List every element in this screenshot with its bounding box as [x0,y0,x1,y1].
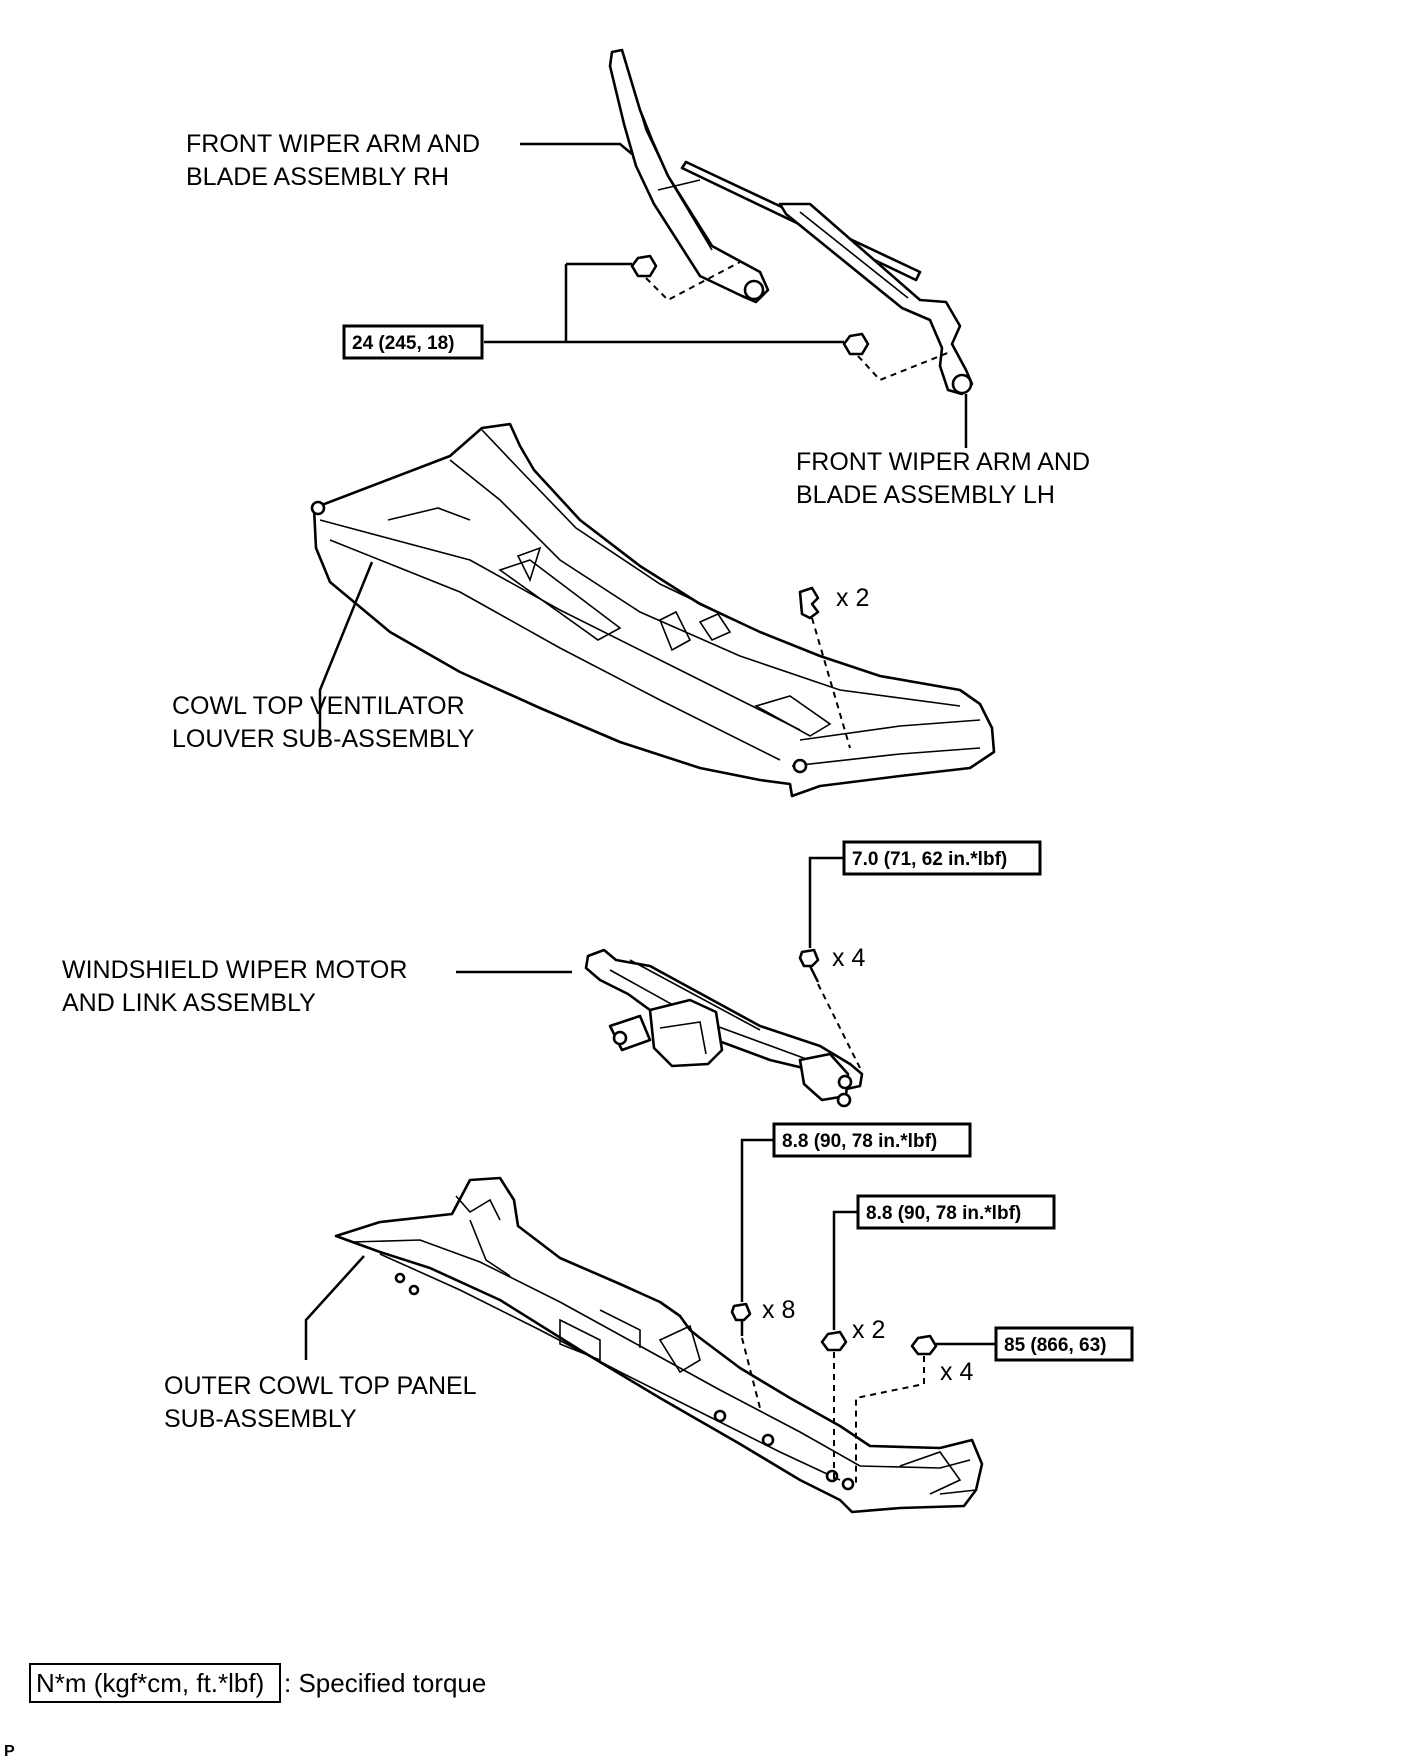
wiper-motor-link [584,948,864,1108]
torque-box-wiper-nut: 24 (245, 18) [342,324,484,360]
panel-nut [820,1330,848,1352]
wiper-nut-lh [842,332,870,356]
label-arm-rh-line1: FRONT WIPER ARM AND [186,130,480,158]
label-panel-line2: SUB-ASSEMBLY [164,1405,357,1433]
label-motor-line1: WINDSHIELD WIPER MOTOR [62,956,407,984]
motor-bolt [798,948,820,983]
torque-wiper-nut: 24 (245, 18) [352,333,454,354]
louver-clip [798,586,820,620]
corner-mark: P [4,1743,15,1760]
qty-clip: x 2 [836,584,869,612]
legend: N*m (kgf*cm, ft.*lbf) : Specified torque [29,1663,486,1703]
label-arm-lh-line1: FRONT WIPER ARM AND [796,448,1090,476]
torque-box-panel-nut: 8.8 (90, 78 in.*lbf) [856,1194,1056,1230]
label-arm-rh-line2: BLADE ASSEMBLY RH [186,163,449,191]
torque-motor-bolt: 7.0 (71, 62 in.*lbf) [852,849,1007,870]
panel-nut-large [910,1334,938,1356]
label-arm-lh-line2: BLADE ASSEMBLY LH [796,481,1055,509]
label-panel-line1: OUTER COWL TOP PANEL [164,1372,477,1400]
legend-description: : Specified torque [284,1668,486,1698]
legend-unit: N*m (kgf*cm, ft.*lbf) [36,1668,264,1698]
label-louver-line1: COWL TOP VENTILATOR [172,692,465,720]
qty-panel-bolt: x 8 [762,1296,795,1324]
panel-bolt [730,1302,752,1336]
torque-box-panel-nut-large: 85 (866, 63) [994,1326,1134,1362]
label-louver-line2: LOUVER SUB-ASSEMBLY [172,725,475,753]
torque-box-motor-bolt: 7.0 (71, 62 in.*lbf) [842,840,1042,876]
torque-panel-nut-large: 85 (866, 63) [1004,1335,1106,1356]
wiper-nut-rh [630,254,658,278]
wiper-arm-lh [680,160,974,396]
qty-panel-nut-large: x 4 [940,1358,973,1386]
label-motor-line2: AND LINK ASSEMBLY [62,989,316,1017]
outer-cowl-panel [334,1176,984,1514]
wiper-arm-rh [608,48,770,304]
torque-panel-bolt: 8.8 (90, 78 in.*lbf) [782,1131,937,1152]
qty-panel-nut: x 2 [852,1316,885,1344]
cowl-louver [310,422,996,798]
qty-motor-bolt: x 4 [832,944,865,972]
torque-panel-nut: 8.8 (90, 78 in.*lbf) [866,1203,1021,1224]
torque-box-panel-bolt: 8.8 (90, 78 in.*lbf) [772,1122,972,1158]
